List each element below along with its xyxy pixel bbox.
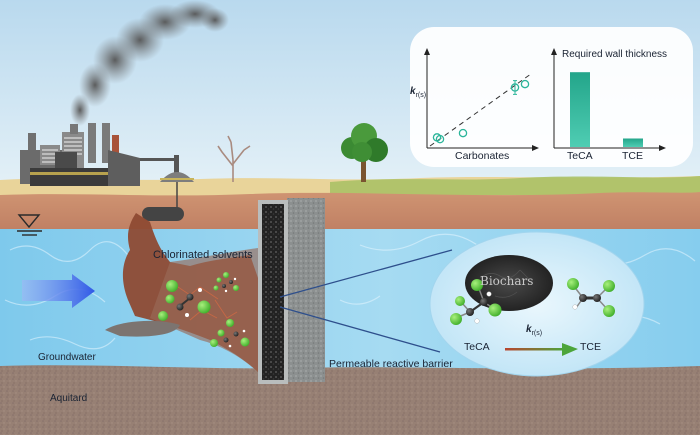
callout-line-top	[279, 249, 453, 298]
tce-molecule	[567, 278, 615, 317]
rate-constant-label: kr(s)	[526, 324, 542, 337]
scatter-fit-line	[429, 74, 531, 147]
grass-strip	[330, 176, 700, 197]
tce-molecule-plume-2	[210, 319, 250, 348]
scatter-point	[435, 134, 445, 144]
scatter-x-label: Carbonates	[455, 150, 510, 162]
teca-molecule	[450, 279, 502, 325]
tce-label: TCE	[580, 341, 601, 353]
soil-layer	[0, 192, 700, 230]
scatter-y-label-k: k	[410, 86, 416, 97]
teca-molecule-plume	[158, 280, 211, 321]
bar-y-axis-arrow	[551, 48, 557, 55]
bar-teca	[570, 72, 590, 147]
groundwater-flow-arrow	[22, 274, 95, 308]
water-table-icon	[17, 214, 42, 236]
bar-label-tce: TCE	[622, 150, 643, 162]
permeable-reactive-barrier	[258, 198, 325, 384]
scatter-y-label: kr(s)	[410, 86, 426, 99]
biochars-label: Biochars	[480, 274, 534, 288]
bar-label-teca: TeCA	[567, 150, 593, 162]
scatter-y-label-sub: r(s)	[415, 92, 427, 99]
factory-icon	[20, 123, 194, 221]
aquitard-label: Aquitard	[50, 393, 88, 404]
scatter-point	[458, 128, 468, 138]
dead-tree-icon	[217, 135, 251, 182]
bar-chart-title: Required wall thickness	[562, 49, 668, 60]
teca-label: TeCA	[464, 341, 490, 353]
scatter-point	[510, 83, 520, 92]
bar-tce	[623, 138, 643, 147]
scatter-x-axis-arrow	[532, 145, 539, 151]
tree-icon	[341, 123, 388, 182]
scatter-chart	[424, 48, 539, 151]
tce-molecule-plume-1	[213, 272, 239, 293]
biochar-particle	[465, 255, 553, 311]
rate-constant-k: k	[526, 324, 532, 335]
prb-label: Permeable reactive barrier	[329, 358, 453, 370]
scatter-y-axis-arrow	[424, 48, 430, 55]
bar-chart	[551, 48, 666, 151]
callout-line-bottom	[279, 306, 441, 353]
bar-x-axis-arrow	[659, 145, 666, 151]
aquitard-layer	[0, 365, 700, 435]
inset-chart-panel	[410, 27, 693, 167]
reaction-arrow	[505, 343, 578, 356]
groundwater-label: Groundwater	[38, 352, 96, 363]
smoke-plume	[70, 0, 229, 126]
scatter-error-bar	[513, 80, 517, 95]
chlorinated-solvents-label: Chlorinated solvents	[153, 249, 253, 261]
rate-constant-subscript: r(s)	[531, 330, 543, 337]
scatter-point	[520, 79, 530, 89]
